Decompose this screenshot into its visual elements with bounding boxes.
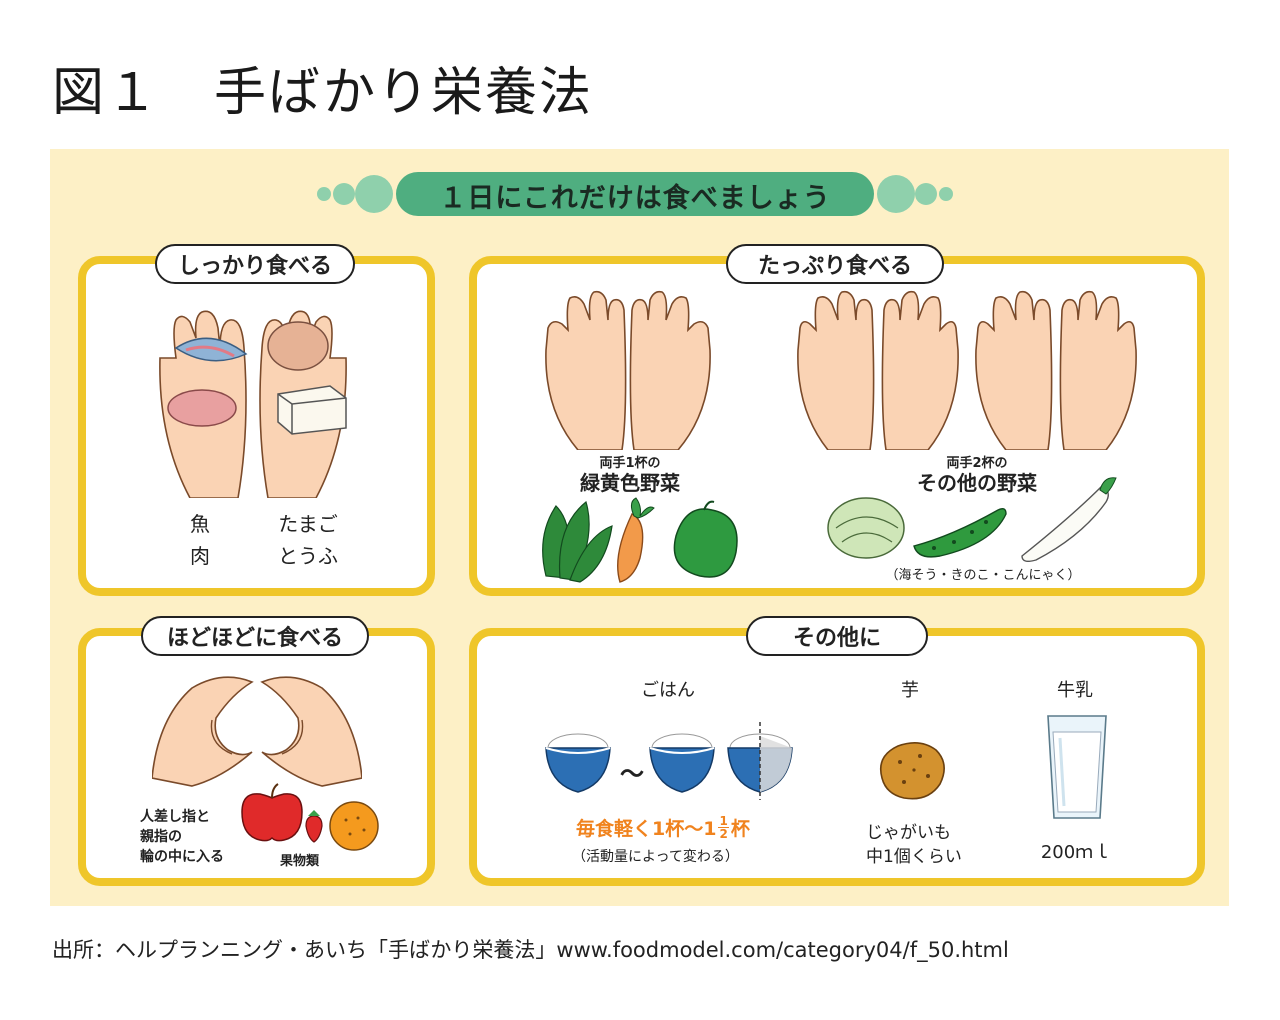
potato-illustration — [879, 742, 945, 800]
hand-note-line2: 親指の — [140, 829, 182, 845]
rice-fraction-numerator: 1 — [718, 814, 729, 828]
rice-note: （活動量によって変わる） — [572, 849, 739, 865]
rice-tilde: 〜 — [620, 760, 644, 788]
green-yellow-amount: 両手1杯の — [599, 456, 661, 471]
figure-title: 図１ 手ばかり栄養法 — [52, 63, 594, 123]
rice-fraction-denominator: 2 — [719, 827, 728, 841]
other-veg-note: （海そう・きのこ・こんにゃく） — [885, 568, 1081, 583]
rice-amount-fraction: 1 2 — [718, 814, 729, 841]
rice-amount-suffix: 杯 — [730, 818, 750, 840]
section-shikkari-label: しっかり食べる — [155, 244, 355, 284]
milk-amount: 200ｍｌ — [1040, 842, 1112, 863]
potato-note-line2: 中1個くらい — [866, 847, 962, 867]
green-yellow-name: 緑黄色野菜 — [580, 471, 680, 495]
open-hands-two-pairs-illustration — [797, 290, 1137, 450]
item-fish: 魚 — [190, 512, 210, 536]
open-hands-one-pair-illustration — [545, 290, 711, 450]
other-veg-name: その他の野菜 — [917, 471, 1037, 495]
other-vegetables-illustration — [827, 477, 1117, 562]
banner-decoration — [317, 172, 953, 216]
item-egg: たまご — [278, 512, 338, 536]
rice-bowls-illustration — [545, 722, 793, 800]
section-shikkari-box — [78, 256, 435, 596]
item-tofu: とうふ — [278, 544, 338, 568]
source-credit: 出所：ヘルプランニング・あいち「手ばかり栄養法」www.foodmodel.co… — [52, 938, 1009, 962]
finger-circle-hands-illustration — [152, 676, 362, 787]
hand-note-line1: 人差し指と — [140, 809, 210, 825]
section-hodohodo-box — [78, 628, 435, 886]
section-hodohodo-label: ほどほどに食べる — [141, 616, 369, 656]
rice-label: ごはん — [641, 680, 695, 701]
milk-label: 牛乳 — [1057, 680, 1093, 701]
fruit-label: 果物類 — [280, 854, 320, 869]
hand-note-line3: 輪の中に入る — [140, 849, 224, 865]
section-tappuri-label: たっぷり食べる — [726, 244, 944, 284]
potato-label: 芋 — [901, 680, 919, 701]
rice-amount: 毎食軽く1杯〜1 1 2 杯 — [576, 814, 750, 841]
rice-amount-prefix: 毎食軽く1杯〜1 — [576, 818, 717, 840]
potato-note-line1: じゃがいも — [866, 823, 951, 843]
banner-title: １日にこれだけは食べましょう — [439, 183, 831, 214]
cupped-hands-protein-illustration — [159, 310, 347, 498]
section-sonota-label: その他に — [746, 616, 928, 656]
fruit-illustration — [241, 783, 379, 851]
green-yellow-vegetables-illustration — [542, 497, 738, 583]
milk-glass-illustration — [1047, 715, 1107, 819]
item-meat: 肉 — [190, 544, 210, 568]
other-veg-amount: 両手2杯の — [946, 456, 1008, 471]
